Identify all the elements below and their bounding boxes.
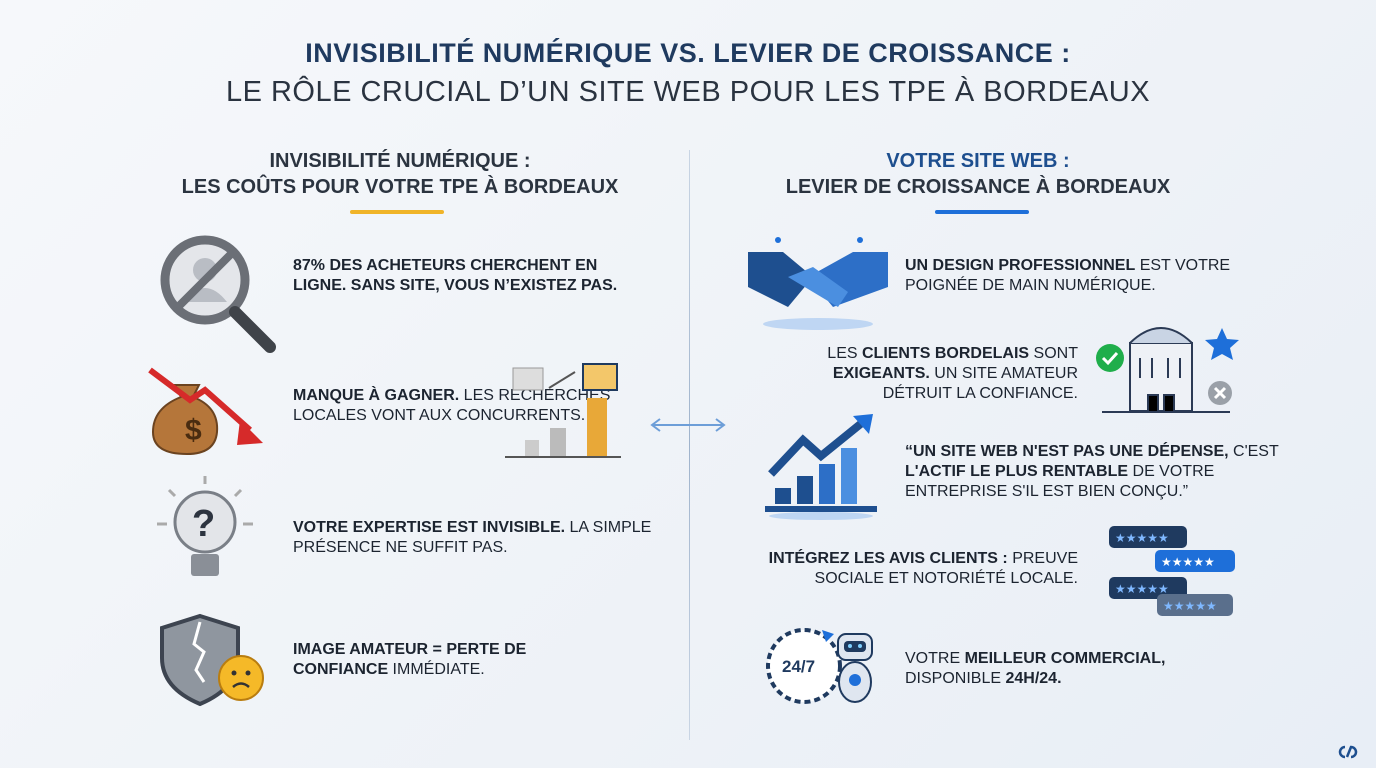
left-heading: INVISIBILITÉ NUMÉRIQUE : LES COÛTS POUR …	[150, 148, 650, 200]
right-heading-line-2: LEVIER DE CROISSANCE À BORDEAUX	[785, 176, 1171, 198]
growth-chart-icon	[765, 414, 877, 520]
double-arrow-icon	[650, 418, 726, 432]
brand-logo-icon	[1338, 745, 1358, 759]
right-heading: VOTRE SITE WEB : LEVIER DE CROISSANCE À …	[728, 148, 1228, 200]
right-item-3-text: “Un site web n'est pas une dépense, c'es…	[905, 443, 1279, 500]
right-item-5-text: Votre meilleur commercial, disponible 24…	[905, 650, 1166, 687]
right-item-2-text: Les clients bordelais sont exigeants. Un…	[827, 345, 1078, 402]
review-stars-icon: ★★★★★ ★★★★★ ★★★★★ ★★★★★	[1109, 526, 1235, 616]
bordeaux-building-icon	[1096, 327, 1239, 413]
svg-text:★★★★★: ★★★★★	[1115, 531, 1169, 545]
left-underline	[350, 210, 444, 214]
title-line-2: LE RÔLE CRUCIAL D’UN SITE WEB POUR LES T…	[225, 76, 1151, 108]
svg-text:★★★★★: ★★★★★	[1115, 582, 1169, 596]
left-item-2-text: Manque à gagner. Les recherches locales …	[293, 387, 611, 424]
left-heading-line-1: INVISIBILITÉ NUMÉRIQUE :	[269, 150, 531, 172]
no-user-search-icon	[160, 235, 276, 353]
right-item-4-text: Intégrez les avis clients : preuve socia…	[768, 550, 1078, 587]
left-item-1-text: 87% des acheteurs cherchent en ligne. Sa…	[293, 257, 618, 294]
left-item-3-text: Votre expertise est invisible. La simple…	[293, 519, 652, 556]
clock-label: 24/7	[782, 657, 815, 676]
right-heading-line-1: VOTRE SITE WEB :	[886, 150, 1070, 172]
broken-shield-sad-icon	[160, 613, 264, 707]
right-underline	[935, 210, 1029, 214]
right-item-1-text: Un design professionnel est votre poigné…	[905, 257, 1231, 294]
handshake-icon	[748, 237, 888, 330]
left-item-4-text: Image amateur = perte de confiance imméd…	[293, 641, 527, 678]
title-line-1: INVISIBILITÉ NUMÉRIQUE VS. LEVIER DE CRO…	[305, 38, 1071, 68]
svg-text:?: ?	[192, 503, 215, 545]
center-divider	[689, 150, 690, 740]
svg-text:$: $	[185, 414, 202, 447]
svg-text:★★★★★: ★★★★★	[1163, 599, 1217, 613]
svg-text:★★★★★: ★★★★★	[1161, 555, 1215, 569]
local-shop-bars-icon	[505, 363, 621, 458]
robot-clock-icon: 24/7	[766, 628, 873, 704]
money-bag-decline-icon: $	[148, 367, 263, 456]
left-heading-line-2: LES COÛTS POUR VOTRE TPE À BORDEAUX	[181, 176, 619, 198]
lightbulb-question-icon: ?	[157, 476, 253, 576]
